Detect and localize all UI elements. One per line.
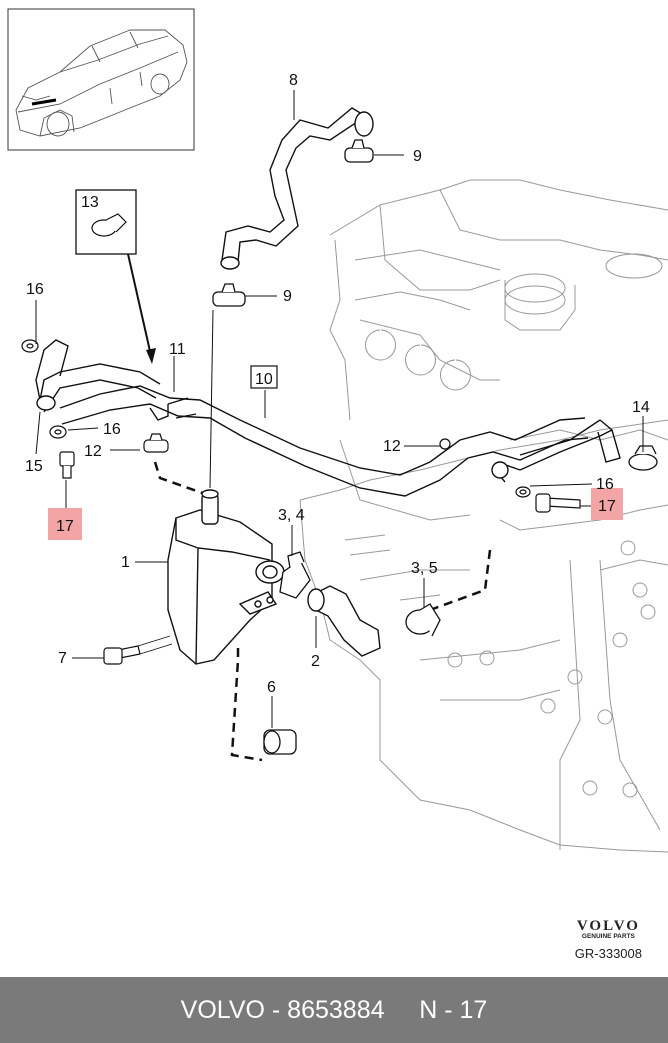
clamp-12-right bbox=[439, 438, 451, 450]
callout-12-left: 12 bbox=[84, 443, 102, 460]
callout-16-mid: 16 bbox=[103, 421, 121, 438]
callout-13: 13 bbox=[81, 194, 99, 211]
callout-3-4: 3, 4 bbox=[278, 507, 305, 524]
callout-14: 14 bbox=[632, 399, 650, 416]
callout-17-right: 17 bbox=[598, 498, 616, 515]
bolt-7 bbox=[103, 635, 173, 665]
hose-assembly-10-11 bbox=[35, 339, 621, 497]
exploded-parts-diagram: 8 9 13 9 16 11 10 14 16 12 12 15 16 17 1… bbox=[7, 8, 668, 853]
highlight-box-17-right bbox=[591, 488, 623, 520]
callout-3-5: 3, 5 bbox=[411, 560, 438, 577]
box-10 bbox=[250, 365, 278, 389]
washer-16-right bbox=[515, 486, 531, 498]
callout-7: 7 bbox=[58, 650, 67, 667]
callout-9-lower: 9 bbox=[283, 288, 292, 305]
volvo-brand-block: VOLVO GENUINE PARTS GR-333008 bbox=[575, 918, 642, 961]
volvo-logo: VOLVO bbox=[576, 918, 640, 934]
hose-8 bbox=[220, 107, 374, 270]
callout-8: 8 bbox=[289, 72, 298, 89]
bolt-17-right bbox=[535, 493, 581, 513]
clamp-3-5 bbox=[405, 603, 441, 637]
callout-10: 10 bbox=[255, 371, 273, 388]
callout-16-top: 16 bbox=[26, 281, 44, 298]
callout-2: 2 bbox=[311, 653, 320, 670]
callout-6: 6 bbox=[267, 679, 276, 696]
clamp-13-inset bbox=[75, 189, 156, 364]
clamp-9-top bbox=[344, 139, 374, 163]
callout-12-right: 12 bbox=[383, 438, 401, 455]
oil-trap-1 bbox=[167, 489, 285, 665]
bolt-15-17-left bbox=[59, 451, 75, 479]
car-thumbnail bbox=[7, 8, 195, 151]
assembly-lines bbox=[153, 309, 492, 762]
part-number-footer: VOLVO - 8653884 N - 17 bbox=[0, 977, 668, 1043]
clamp-3-4 bbox=[279, 551, 311, 599]
hose-2 bbox=[307, 585, 381, 657]
clamp-9-lower bbox=[212, 283, 246, 307]
callout-15: 15 bbox=[25, 458, 43, 475]
clamp-14 bbox=[628, 445, 658, 471]
washer-16-top bbox=[21, 339, 39, 353]
leader-lines bbox=[35, 90, 644, 728]
diagram-reference-code: GR-333008 bbox=[574, 946, 642, 961]
genuine-parts-label: GENUINE PARTS bbox=[581, 933, 635, 940]
callout-9-top: 9 bbox=[413, 148, 422, 165]
grommet-6 bbox=[263, 729, 297, 755]
callout-1: 1 bbox=[121, 554, 130, 571]
engine-block bbox=[299, 179, 668, 853]
callout-16-right: 16 bbox=[596, 476, 614, 493]
callout-17-left: 17 bbox=[56, 518, 74, 535]
clamp-12-left bbox=[143, 433, 169, 453]
footer-text: VOLVO - 8653884 N - 17 bbox=[180, 995, 488, 1024]
highlight-box-17-left bbox=[48, 508, 82, 540]
washer-16-mid bbox=[49, 425, 67, 439]
callout-11: 11 bbox=[169, 341, 186, 358]
